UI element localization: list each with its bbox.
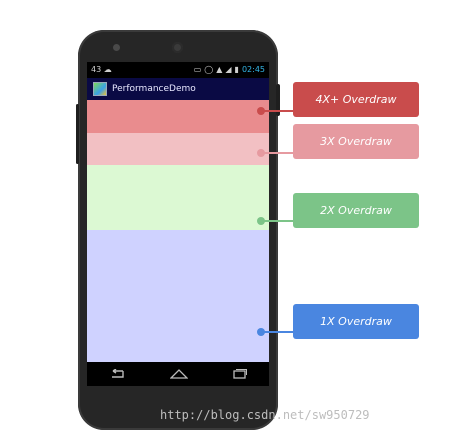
vibrate-icon: ▭: [193, 65, 202, 74]
overdraw-band-3x: [87, 133, 269, 165]
app-title: PerformanceDemo: [112, 84, 196, 94]
dot-3x: [257, 149, 265, 157]
front-camera: [172, 42, 183, 53]
dot-1x: [257, 328, 265, 336]
status-time: 02:45: [241, 65, 265, 74]
label-2x-overdraw: 2X Overdraw: [293, 193, 419, 228]
notification-count: 43: [91, 65, 102, 74]
label-1x-overdraw: 1X Overdraw: [293, 304, 419, 339]
navigation-bar: [87, 362, 269, 386]
app-icon[interactable]: [93, 82, 107, 96]
recent-apps-icon[interactable]: [232, 369, 247, 379]
status-left: 43 ☁: [91, 65, 112, 74]
alarm-icon: ◯: [204, 65, 214, 74]
overdraw-band-2x: [87, 165, 269, 230]
label-3x-text: 3X Overdraw: [320, 135, 392, 148]
label-4x-text: 4X+ Overdraw: [315, 93, 397, 106]
label-1x-text: 1X Overdraw: [320, 315, 392, 328]
wifi-icon: ▲: [216, 65, 223, 74]
dot-2x: [257, 217, 265, 225]
label-4x-overdraw: 4X+ Overdraw: [293, 82, 419, 117]
speaker-dot: [113, 44, 120, 51]
home-icon[interactable]: [169, 369, 188, 379]
watermark-text: http://blog.csdn.net/sw950729: [160, 408, 370, 422]
phone-screen: 43 ☁ ▭ ◯ ▲ ◢ ▮ 02:45 PerformanceDemo: [87, 62, 269, 386]
notification-icon: ☁: [103, 65, 112, 74]
app-action-bar: PerformanceDemo: [87, 78, 269, 100]
connector-2x: [262, 220, 294, 222]
volume-button: [76, 104, 79, 164]
status-bar: 43 ☁ ▭ ◯ ▲ ◢ ▮ 02:45: [87, 62, 269, 78]
overdraw-band-1x: [87, 230, 269, 362]
connector-3x: [262, 152, 294, 154]
signal-icon: ◢: [225, 65, 232, 74]
status-right: ▭ ◯ ▲ ◢ ▮ 02:45: [194, 65, 265, 74]
back-icon[interactable]: [109, 369, 125, 379]
connector-4x: [262, 110, 294, 112]
overdraw-band-4x: [87, 100, 269, 133]
power-button: [276, 84, 280, 116]
dot-4x: [257, 107, 265, 115]
connector-1x: [262, 331, 294, 333]
label-3x-overdraw: 3X Overdraw: [293, 124, 419, 159]
battery-icon: ▮: [234, 65, 239, 74]
label-2x-text: 2X Overdraw: [320, 204, 392, 217]
